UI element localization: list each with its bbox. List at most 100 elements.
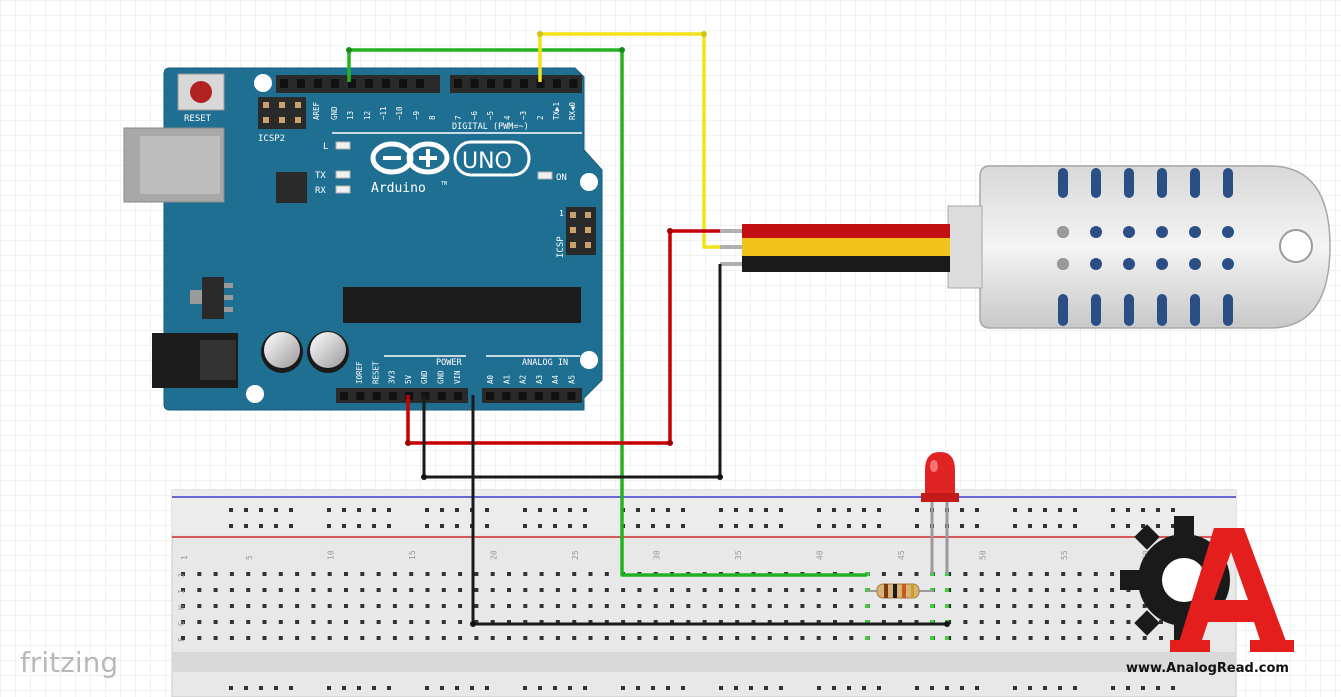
led-l-label: L — [323, 142, 328, 152]
header-hole — [382, 79, 390, 88]
breadboard-hole — [718, 588, 723, 592]
breadboard-hole — [244, 508, 248, 512]
breadboard-hole — [523, 604, 528, 608]
analog-pin-label: A4 — [551, 374, 560, 384]
resistor — [867, 583, 933, 599]
breadboard-hole — [816, 604, 821, 608]
power-label: POWER — [436, 358, 462, 368]
breadboard-hole — [735, 588, 740, 592]
sensor-vent — [1091, 294, 1101, 326]
breadboard-hole — [523, 636, 528, 640]
breadboard-hole — [274, 508, 278, 512]
breadboard-hole — [572, 636, 577, 640]
breadboard-hole — [327, 604, 332, 608]
digital-pin-label: 7 — [454, 115, 463, 120]
breadboard-hole — [213, 588, 218, 592]
breadboard-hole — [604, 588, 609, 592]
breadboard-hole — [832, 524, 836, 528]
breadboard-hole — [1093, 636, 1098, 640]
breadboard-hole — [1110, 620, 1115, 624]
breadboard-hole — [604, 604, 609, 608]
breadboard-hole — [425, 604, 430, 608]
breadboard-hole — [636, 686, 640, 690]
breadboard-hole — [947, 636, 952, 640]
breadboard-hole — [979, 636, 984, 640]
breadboard-hole — [1171, 508, 1175, 512]
breadboard-hole — [1013, 686, 1017, 690]
breadboard-hole — [440, 508, 444, 512]
breadboard-hole — [289, 524, 293, 528]
breadboard-hole — [1171, 524, 1175, 528]
logo-url: www.AnalogRead.com — [1126, 661, 1289, 676]
breadboard-hole — [455, 524, 459, 528]
led-on — [537, 171, 553, 180]
row-letter: F — [177, 637, 186, 642]
digital-pin-label: 2 — [536, 115, 545, 120]
breadboard-hole — [289, 686, 293, 690]
column-number: 25 — [571, 550, 580, 560]
breadboard-hole — [1126, 508, 1130, 512]
breadboard-hole — [881, 620, 886, 624]
breadboard-hole — [568, 686, 572, 690]
breadboard-hole — [490, 636, 495, 640]
breadboard-hole — [295, 604, 300, 608]
breadboard-hole — [735, 604, 740, 608]
breadboard-hole — [409, 636, 414, 640]
breadboard-hole — [1061, 588, 1066, 592]
breadboard-hole — [1111, 686, 1115, 690]
breadboard-hole — [1077, 620, 1082, 624]
breadboard-hole — [278, 604, 283, 608]
breadboard-hole — [295, 588, 300, 592]
breadboard-hole — [311, 588, 316, 592]
breadboard-hole — [1077, 636, 1082, 640]
breadboard-hole — [213, 620, 218, 624]
breadboard-hole — [784, 604, 789, 608]
header-hole — [356, 392, 365, 400]
icsp2-header — [258, 97, 306, 129]
breadboard-hole — [832, 686, 836, 690]
breadboard-hole — [947, 604, 952, 608]
breadboard-hole — [342, 508, 346, 512]
breadboard-hole — [311, 636, 316, 640]
breadboard-hole — [898, 604, 903, 608]
breadboard-hole — [1044, 572, 1049, 576]
connected-hole — [930, 604, 934, 608]
mounting-hole — [246, 385, 264, 403]
breadboard-hole — [1061, 636, 1066, 640]
header-hole — [340, 392, 348, 400]
sensor-vent — [1222, 226, 1234, 238]
wire-black-sensor — [422, 264, 722, 479]
header-hole — [536, 79, 545, 88]
breadboard-hole — [274, 686, 278, 690]
analog-pin-label: A3 — [535, 375, 544, 384]
sensor-vent — [1123, 226, 1135, 238]
breadboard-hole — [295, 620, 300, 624]
breadboard-hole — [996, 620, 1000, 624]
breadboard-hole — [555, 620, 560, 624]
sensor-vent — [1058, 168, 1068, 198]
breadboard-hole — [670, 588, 674, 592]
breadboard-hole — [670, 620, 674, 624]
breadboard-hole — [653, 620, 658, 624]
breadboard-hole — [262, 572, 267, 576]
breadboard-hole — [1061, 604, 1066, 608]
breadboard-hole — [572, 572, 577, 576]
fritzing-watermark: fritzing — [20, 646, 118, 679]
breadboard-hole — [507, 620, 511, 624]
breadboard-hole — [523, 620, 528, 624]
breadboard-hole — [1111, 508, 1115, 512]
breadboard-hole — [458, 604, 463, 608]
breadboard-hole — [181, 636, 185, 640]
breadboard-hole — [357, 524, 361, 528]
breadboard-hole — [376, 572, 381, 576]
usb-chip — [276, 172, 307, 203]
breadboard-hole — [1077, 572, 1082, 576]
capacitor — [307, 331, 349, 373]
breadboard-hole — [197, 620, 202, 624]
breadboard-hole — [490, 588, 495, 592]
header-hole — [486, 392, 494, 400]
breadboard-hole — [1156, 524, 1160, 528]
breadboard-hole — [751, 620, 756, 624]
